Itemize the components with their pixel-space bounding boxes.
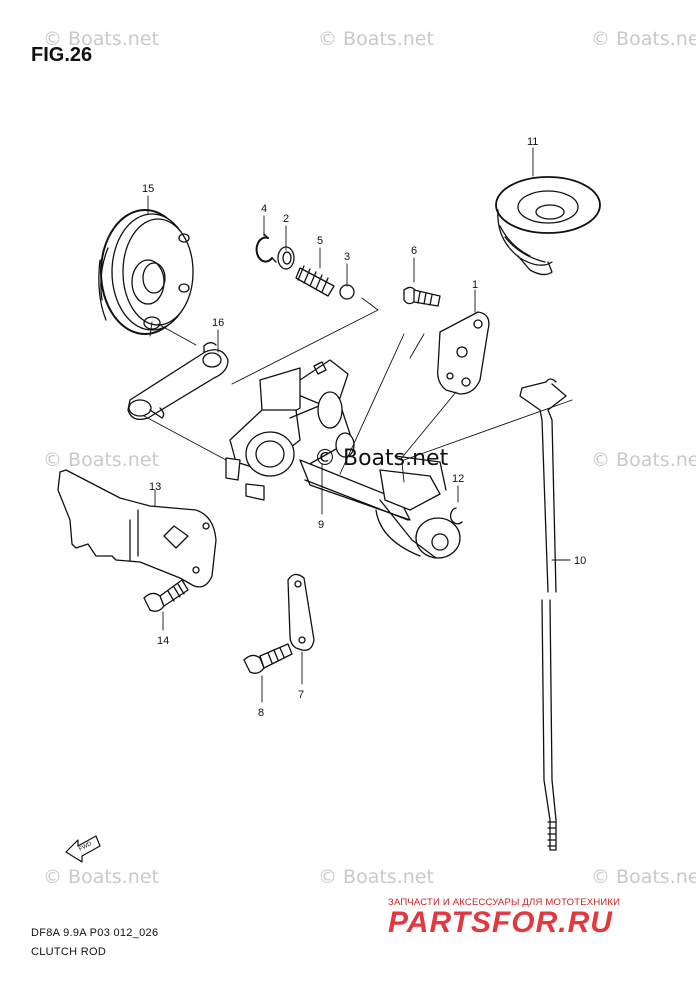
brand-logo: PARTSFOR.RU bbox=[388, 906, 613, 939]
watermark: © Boats.net bbox=[43, 28, 159, 50]
callout-6: 6 bbox=[411, 245, 417, 257]
diagram-code: DF8A 9.9A P03 012_026 bbox=[31, 927, 159, 939]
part-13-bracket bbox=[57, 469, 217, 588]
callout-14: 14 bbox=[157, 635, 169, 647]
part-5-spring bbox=[295, 265, 335, 297]
part-9-clutch-shaft bbox=[225, 359, 461, 559]
guide-lines bbox=[143, 297, 573, 483]
part-12-clip bbox=[449, 507, 463, 525]
callout-1: 1 bbox=[472, 279, 478, 291]
callout-7: 7 bbox=[298, 689, 304, 701]
callout-16: 16 bbox=[212, 317, 224, 329]
diagram-caption: CLUTCH ROD bbox=[31, 946, 107, 958]
part-4-circlip bbox=[255, 233, 277, 263]
callout-8: 8 bbox=[258, 707, 264, 719]
part-6-bolt bbox=[403, 286, 441, 307]
watermark: © Boats.net bbox=[43, 866, 159, 888]
figure-title: FIG.26 bbox=[31, 44, 93, 66]
watermark: © Boats.net bbox=[591, 28, 696, 50]
callout-3: 3 bbox=[344, 251, 350, 263]
leader-lines bbox=[147, 147, 571, 703]
watermark: © Boats.net bbox=[591, 449, 696, 471]
callout-11: 11 bbox=[527, 136, 538, 148]
callout-2: 2 bbox=[283, 213, 289, 225]
watermark: © Boats.net bbox=[43, 449, 159, 471]
part-14-bolt bbox=[143, 579, 189, 612]
callout-10: 10 bbox=[574, 555, 586, 567]
part-7-link-plate bbox=[287, 573, 315, 651]
callout-9: 9 bbox=[318, 519, 324, 531]
callout-15: 15 bbox=[142, 183, 154, 195]
callout-labels: 15 4 2 5 3 6 1 11 16 13 12 9 10 14 7 8 bbox=[142, 136, 586, 719]
part-1-plate bbox=[437, 311, 490, 395]
part-16-link bbox=[127, 342, 229, 421]
callout-4: 4 bbox=[261, 203, 267, 215]
part-8-bolt bbox=[243, 643, 293, 674]
watermark-center: © Boats.net bbox=[314, 446, 449, 471]
callout-5: 5 bbox=[317, 235, 323, 247]
watermark: © Boats.net bbox=[318, 28, 434, 50]
brand-tagline: ЗАПЧАСТИ И АКСЕССУАРЫ ДЛЯ МОТОТЕХНИКИ bbox=[388, 897, 621, 908]
callout-13: 13 bbox=[149, 481, 161, 493]
part-10-clutch-rod bbox=[519, 378, 567, 851]
part-3-ball bbox=[339, 284, 355, 300]
watermark: © Boats.net bbox=[318, 866, 434, 888]
fwd-arrow-icon: FWD bbox=[65, 835, 101, 863]
callout-12: 12 bbox=[452, 473, 464, 485]
part-15-pulley bbox=[98, 209, 194, 335]
watermark: © Boats.net bbox=[591, 866, 696, 888]
part-11-grommet bbox=[495, 176, 601, 276]
